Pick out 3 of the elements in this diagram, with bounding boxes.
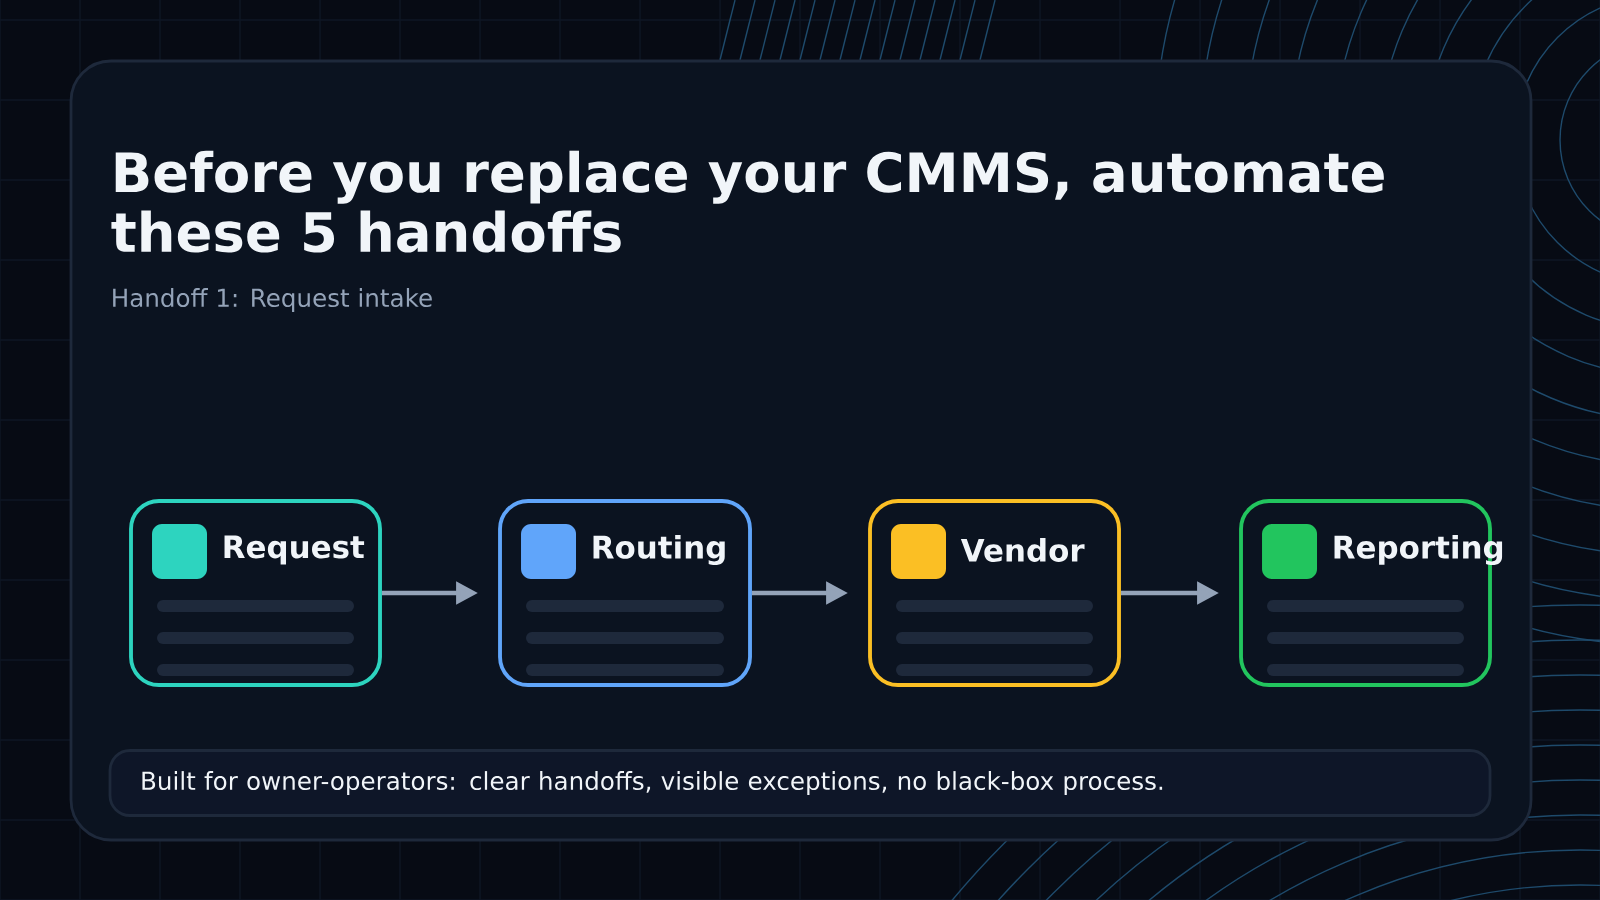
subtitle: Handoff 1: Request intake <box>113 288 432 312</box>
note-bar: Built for owner-operators: clear handoffs, visible exceptions, no black-box process. <box>108 749 1492 817</box>
title: Before you replace your CMMS, automate these 5 handoffs <box>111 150 1384 253</box>
